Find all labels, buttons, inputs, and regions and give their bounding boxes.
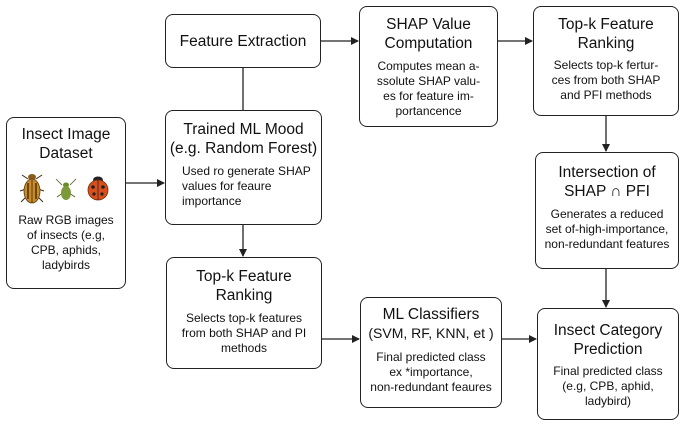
- shap-value-node: SHAP Value Computation Computes mean a- …: [359, 6, 498, 127]
- insect-icons-row: [7, 167, 125, 211]
- insect-prediction-desc-line3: ladybird): [584, 394, 632, 408]
- feature-extraction-title: Feature Extraction: [179, 33, 307, 50]
- insect-dataset-desc-line1: Raw RGB images: [18, 213, 114, 227]
- topk-right-title-line2: Ranking: [577, 35, 635, 52]
- intersection-desc-line3: non-redundant features: [544, 237, 670, 251]
- shap-value-desc-line3: es for feature im-: [383, 89, 474, 103]
- topk-bottom-title-line1: Top-k Feature: [196, 268, 292, 285]
- topk-right-desc-line3: and PFI methods: [560, 88, 652, 102]
- aphid-icon: [55, 178, 77, 200]
- insect-dataset-title-line2: Dataset: [39, 145, 93, 162]
- topk-right-desc-line2: ces from both SHAP: [551, 73, 661, 87]
- insect-dataset-desc-line2: of insects (e.g,: [26, 228, 106, 242]
- ml-classifiers-desc-line1: Final predicted class: [376, 350, 486, 364]
- insect-prediction-title-line1: Insect Category: [553, 322, 663, 339]
- beetle-icon: [19, 174, 45, 204]
- topk-ranking-right-node: Top-k Feature Ranking Selects top-k fert…: [533, 6, 679, 116]
- shap-value-title-line2: Computation: [384, 35, 473, 52]
- topk-right-desc-line1: Selects top-k fertur-: [553, 58, 659, 72]
- insect-prediction-desc-line2: (e.g, CPB, aphid,: [562, 379, 654, 393]
- shap-value-title-line1: SHAP Value: [386, 16, 471, 33]
- trained-ml-desc-line1: Used ro generate SHAP: [182, 164, 311, 178]
- trained-ml-desc-line3: importance: [182, 194, 242, 208]
- topk-bottom-desc-line2: from both SHAP and PI: [181, 326, 307, 340]
- topk-ranking-bottom-node: Top-k Feature Ranking Selects top-k feat…: [166, 257, 322, 369]
- ladybird-icon: [87, 176, 109, 201]
- insect-prediction-node: Insect Category Prediction Final predict…: [537, 308, 679, 420]
- ml-classifiers-desc-line3: non-redundant feaures: [370, 380, 492, 394]
- insect-prediction-title-line2: Prediction: [573, 341, 643, 358]
- trained-ml-title-line2: (e.g. Random Forest): [169, 140, 318, 157]
- ml-classifiers-title-line1: ML Classifiers: [382, 306, 480, 323]
- insect-dataset-title-line1: Insect Image: [21, 126, 111, 143]
- shap-value-desc-line2: ssolute SHAP valu-: [376, 74, 481, 88]
- trained-ml-node: Trained ML Mood (e.g. Random Forest) Use…: [165, 110, 322, 225]
- insect-dataset-desc-line4: ladybirds: [41, 258, 91, 272]
- insect-dataset-desc-line3: CPB, aphids,: [30, 243, 102, 257]
- intersection-title-line1: Intersection of: [558, 164, 656, 181]
- intersection-title-line2: SHAP ∩ PFI: [564, 183, 650, 200]
- insect-prediction-desc-line1: Final predicted class: [553, 364, 663, 378]
- intersection-desc-line1: Generates a reduced: [550, 207, 664, 221]
- ml-classifiers-node: ML Classifiers (SVM, RF, KNN, et ) Final…: [360, 297, 502, 408]
- ml-classifiers-title-line2: (SVM, RF, KNN, et ): [368, 325, 494, 341]
- intersection-desc-line2: set of-high-importance,: [545, 222, 669, 236]
- ml-classifiers-desc-line2: ex *importance,: [389, 365, 473, 379]
- topk-right-title-line1: Top-k Feature: [558, 16, 654, 33]
- shap-value-desc-line1: Computes mean a-: [377, 59, 480, 73]
- topk-bottom-title-line2: Ranking: [215, 287, 273, 304]
- intersection-node: Intersection of SHAP ∩ PFI Generates a r…: [535, 152, 679, 269]
- trained-ml-desc-line2: values for feaure: [182, 179, 272, 193]
- trained-ml-title-line1: Trained ML Mood: [183, 121, 304, 138]
- feature-extraction-node: Feature Extraction: [165, 14, 321, 68]
- topk-bottom-desc-line3: methods: [220, 341, 268, 355]
- shap-value-desc-line4: portancence: [395, 104, 462, 118]
- insect-dataset-node: Insect Image Dataset: [6, 117, 126, 289]
- topk-bottom-desc-line1: Selects top-k features: [185, 311, 303, 325]
